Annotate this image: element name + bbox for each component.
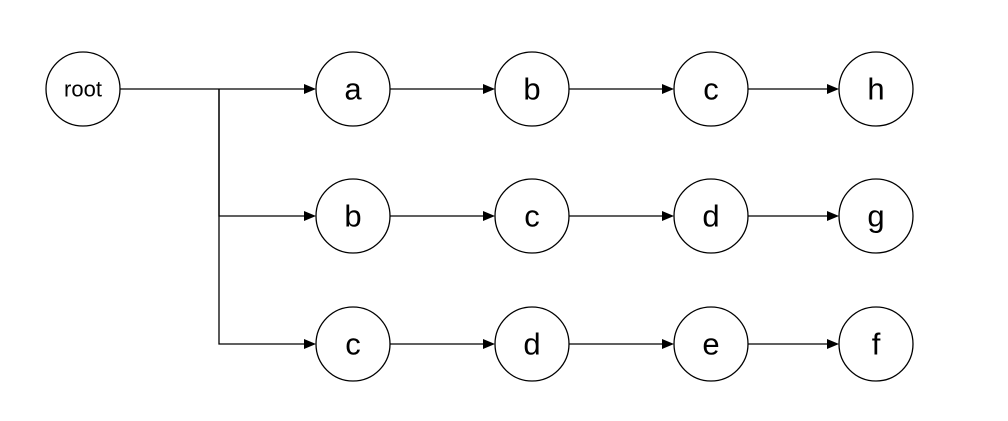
edge-r2c0-to-r2c1 — [390, 339, 495, 349]
nodes-layer: root a b c h b c d g c d e f — [45, 51, 914, 382]
arrowhead — [304, 211, 316, 221]
node-circle — [315, 178, 391, 254]
node-circle — [315, 306, 391, 382]
node-label: root — [64, 77, 102, 102]
node-circle — [494, 51, 570, 127]
arrowhead — [827, 211, 839, 221]
node-label: d — [523, 327, 540, 362]
node-label: h — [867, 72, 884, 107]
edge-r0c2-to-r0c3 — [748, 84, 839, 94]
node-circle — [838, 178, 914, 254]
node-label: c — [524, 199, 540, 234]
node-root: root — [45, 51, 121, 127]
node-r0c1: b — [494, 51, 570, 127]
arrowhead — [827, 339, 839, 349]
edge-r2c2-to-r2c3 — [748, 339, 839, 349]
edges-layer — [120, 84, 839, 349]
node-circle — [673, 51, 749, 127]
node-r1c2: d — [673, 178, 749, 254]
node-circle — [45, 51, 121, 127]
edge-r0c1-to-r0c2 — [569, 84, 674, 94]
node-circle — [315, 51, 391, 127]
node-label: e — [702, 327, 719, 362]
node-label: a — [344, 72, 362, 107]
edge-root-to-r2c0 — [218, 89, 316, 349]
node-circle — [494, 178, 570, 254]
node-label: c — [345, 327, 361, 362]
arrowhead — [483, 84, 495, 94]
arrowhead — [662, 339, 674, 349]
node-r2c0: c — [315, 306, 391, 382]
node-r2c1: d — [494, 306, 570, 382]
node-circle — [673, 178, 749, 254]
node-label: b — [344, 199, 361, 234]
node-label: d — [702, 199, 719, 234]
arrowhead — [483, 339, 495, 349]
edge-r1c1-to-r1c2 — [569, 211, 674, 221]
arrowhead — [483, 211, 495, 221]
node-r1c3: g — [838, 178, 914, 254]
node-circle — [494, 306, 570, 382]
node-r0c0: a — [315, 51, 391, 127]
edge-root-to-r0c0 — [120, 84, 316, 94]
node-circle — [838, 51, 914, 127]
arrowhead — [662, 211, 674, 221]
node-label: c — [703, 72, 719, 107]
edge-line — [218, 89, 305, 217]
node-r1c0: b — [315, 178, 391, 254]
node-r0c2: c — [673, 51, 749, 127]
edge-root-to-r1c0 — [218, 89, 316, 221]
edge-r2c1-to-r2c2 — [569, 339, 674, 349]
arrowhead — [662, 84, 674, 94]
arrowhead — [304, 84, 316, 94]
node-label: g — [867, 199, 884, 234]
edge-r1c2-to-r1c3 — [748, 211, 839, 221]
node-label: f — [872, 327, 881, 362]
node-circle — [838, 306, 914, 382]
node-r2c2: e — [673, 306, 749, 382]
node-circle — [673, 306, 749, 382]
node-r0c3: h — [838, 51, 914, 127]
edge-line — [218, 89, 305, 345]
arrowhead — [827, 84, 839, 94]
edge-r1c0-to-r1c1 — [390, 211, 495, 221]
node-label: b — [523, 72, 540, 107]
node-r2c3: f — [838, 306, 914, 382]
edge-r0c0-to-r0c1 — [390, 84, 495, 94]
node-r1c1: c — [494, 178, 570, 254]
arrowhead — [304, 339, 316, 349]
